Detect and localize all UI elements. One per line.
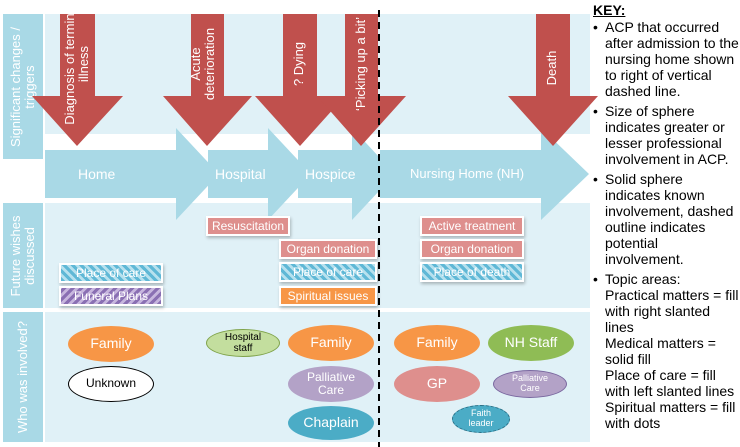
trigger-arrow-death bbox=[508, 14, 598, 146]
person-family-hospice: Family bbox=[288, 325, 374, 361]
trigger-arrow-diagnosis bbox=[32, 14, 123, 146]
wish-resuscitation: Resuscitation bbox=[208, 218, 288, 234]
wish-place-of-death: Place of death bbox=[422, 264, 522, 280]
wish-funeral-plans: Funeral Plans bbox=[61, 288, 161, 304]
person-family-home: Family bbox=[68, 326, 154, 362]
person-chaplain: Chaplain bbox=[288, 406, 374, 440]
key-item-sphere-size: Size of sphere indicates greater or less… bbox=[593, 103, 739, 167]
trigger-arrow-acute bbox=[163, 14, 252, 146]
person-palliative-care-hospice: Palliative Care bbox=[288, 366, 374, 402]
wish-organ-donation-hospice: Organ donation bbox=[281, 241, 375, 257]
setting-label-hospital: Hospital bbox=[215, 166, 266, 182]
trigger-label-picking-up: ‘Picking up a bit’ bbox=[353, 17, 368, 111]
key-item-topic-areas: Topic areas: Practical matters = fill wi… bbox=[593, 271, 739, 431]
trigger-arrow-dying bbox=[255, 14, 345, 146]
trigger-label-dying: ? Dying bbox=[291, 41, 306, 87]
journey-arrow-nursing-home bbox=[380, 128, 589, 220]
key-topic-spiritual: Spiritual matters = fill with dots bbox=[605, 399, 736, 431]
key-topic-practical: Practical matters = fill with right slan… bbox=[605, 287, 739, 335]
key-topics-heading: Topic areas: bbox=[605, 271, 681, 287]
trigger-arrows bbox=[32, 14, 598, 146]
key-item-solid-sphere: Solid sphere indicates known involvement… bbox=[593, 171, 739, 267]
person-unknown: Unknown bbox=[68, 366, 154, 402]
key-item-dashed-line: ACP that occurred after admission to the… bbox=[593, 19, 739, 99]
wish-spiritual-issues: Spiritual issues bbox=[281, 288, 375, 304]
key-topic-medical: Medical matters = solid fill bbox=[605, 335, 716, 367]
person-nh-staff: NH Staff bbox=[488, 325, 574, 361]
wish-organ-donation-nh: Organ donation bbox=[422, 241, 522, 257]
row-header-involved: Who was involved? bbox=[3, 312, 43, 442]
key-panel: KEY: ACP that occurred after admission t… bbox=[591, 2, 739, 435]
person-faith-leader: Faith leader bbox=[452, 405, 510, 433]
wish-place-of-care-hospice: Place of care bbox=[281, 264, 375, 280]
person-hospital-staff: Hospital staff bbox=[206, 329, 280, 357]
person-gp: GP bbox=[394, 366, 480, 402]
setting-label-hospice: Hospice bbox=[305, 166, 356, 182]
row-header-wishes: Future wishes discussed bbox=[3, 203, 43, 308]
setting-label-home: Home bbox=[78, 166, 116, 182]
journey-arrow-hospice bbox=[298, 128, 395, 220]
row-header-triggers: Significant changes / triggers bbox=[3, 14, 43, 159]
setting-label-nursing-home: Nursing Home (NH) bbox=[410, 166, 525, 181]
trigger-arrow-picking-up bbox=[317, 14, 406, 146]
person-family-nh: Family bbox=[394, 325, 480, 361]
person-palliative-care-nh: Palliative Care bbox=[493, 370, 567, 398]
key-topic-place-of-care: Place of care = fill with left slanted l… bbox=[605, 367, 735, 399]
trigger-label-diagnosis: Diagnosis of terminal illness bbox=[62, 3, 91, 125]
journey-arrows bbox=[45, 128, 589, 220]
trigger-label-acute: Acute deterioration bbox=[188, 27, 217, 101]
journey-arrow-home bbox=[45, 128, 219, 220]
key-list: ACP that occurred after admission to the… bbox=[591, 19, 739, 431]
wish-active-treatment: Active treatment bbox=[422, 218, 522, 234]
key-title: KEY: bbox=[593, 2, 626, 18]
trigger-label-death: Death bbox=[544, 50, 559, 86]
wish-place-of-care-home: Place of care bbox=[61, 265, 161, 281]
journey-arrow-hospital bbox=[208, 128, 311, 220]
